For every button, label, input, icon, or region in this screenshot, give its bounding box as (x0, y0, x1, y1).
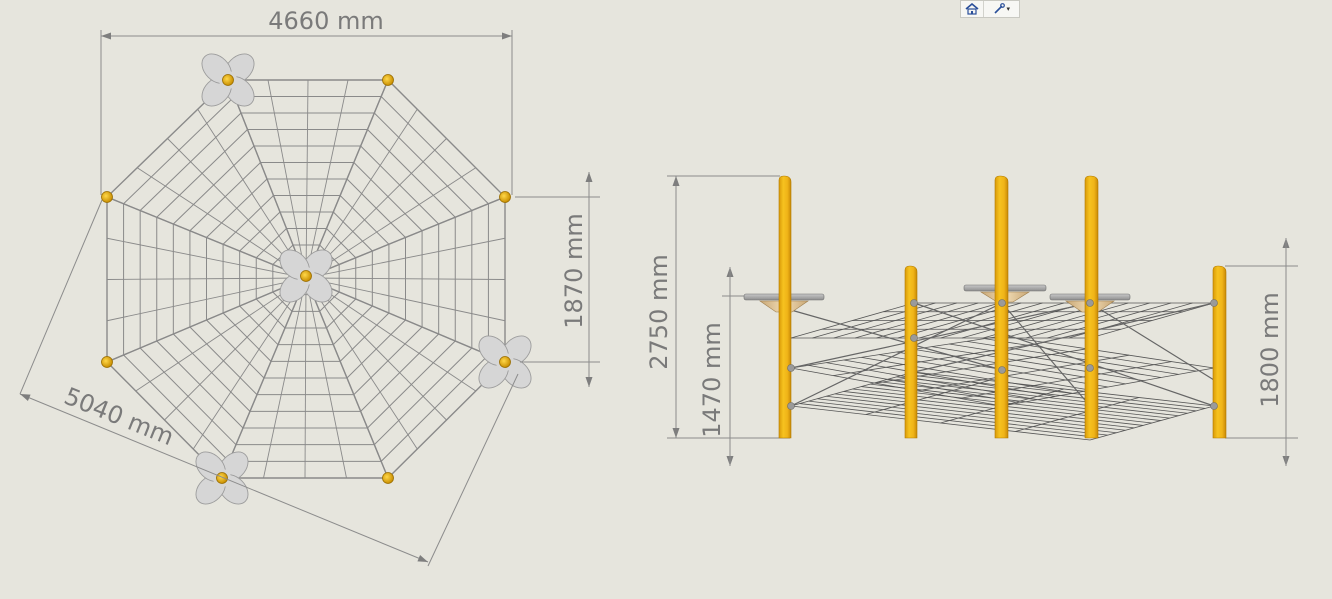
web-spoke (167, 138, 295, 267)
flower-marker-center (279, 249, 333, 303)
web-spoke (137, 167, 293, 270)
web-spoke (263, 294, 303, 479)
anchor-bolt (382, 74, 394, 86)
anchor-bolt (101, 356, 113, 368)
net-main-rope (913, 302, 1215, 407)
flower-icon (201, 53, 255, 107)
web-spoke (305, 79, 309, 262)
flower-marker-right (478, 335, 532, 389)
post-right-tall (1084, 175, 1099, 439)
flower-bolt (499, 356, 511, 368)
net-main-rope (1001, 302, 1091, 407)
web-spoke (308, 294, 347, 479)
web-spoke (221, 294, 300, 479)
web-spoke (317, 138, 447, 267)
web-spoke (322, 281, 506, 322)
depth-dimension (515, 172, 600, 387)
anchor-bolt (382, 472, 394, 484)
web-spoke (322, 277, 506, 280)
side-view: 2750 mm 1470 mm 1800 mm (645, 175, 1298, 466)
net-strand-lower (833, 342, 1045, 376)
net-main-rope (790, 302, 1003, 407)
web-spoke (106, 237, 290, 276)
net-main-rope (1089, 302, 1215, 381)
web-spoke (322, 284, 506, 363)
web-spoke (312, 79, 389, 262)
home-view-button[interactable] (961, 1, 984, 17)
web-spoke (106, 196, 290, 272)
net-strand-lower (949, 343, 1162, 378)
web-spoke (197, 109, 298, 265)
width-label: 4660 mm (268, 7, 383, 35)
net-strand-bottom (790, 371, 915, 407)
tools-dropdown-button[interactable]: ▾ (984, 1, 1019, 17)
net-strand-bottom (1015, 397, 1140, 432)
total-height-dimension (667, 175, 790, 439)
web-spoke (106, 284, 290, 363)
web-spoke (106, 281, 290, 322)
web-spoke (322, 196, 506, 272)
web-spoke (304, 294, 307, 479)
post-short-right (1212, 265, 1227, 439)
dropdown-arrow-icon: ▾ (1006, 5, 1011, 13)
flower-icon (478, 335, 532, 389)
net-main-rope (913, 302, 1215, 373)
web-spoke (319, 167, 476, 270)
post-short-left (904, 265, 918, 439)
web-spoke (319, 287, 476, 392)
wrench-dropdown-icon (993, 3, 1005, 14)
post-height-dimension (1225, 238, 1298, 466)
view-toolbar: ▾ (960, 0, 1020, 18)
flower-bolt (222, 74, 234, 86)
flower-bolt (300, 270, 312, 282)
top-view: 4660 mm 1870 mm 5040 mm (19, 7, 600, 567)
web-spoke (135, 287, 293, 392)
depth-label: 1870 mm (560, 213, 588, 328)
web-spoke (322, 237, 506, 276)
anchor-bolt (499, 191, 511, 203)
flower-bolt (216, 472, 228, 484)
flower-marker-top-left (201, 53, 255, 107)
web-spoke (314, 109, 418, 265)
net-strand-lower (790, 335, 1003, 369)
net-strand-lower (1001, 335, 1215, 369)
web-spoke (267, 79, 304, 262)
post-height-label: 1800 mm (1256, 292, 1284, 407)
rope-connectors (787, 299, 1218, 410)
diagonal-dimension (19, 199, 519, 567)
net-strand-lower (861, 356, 1073, 394)
net-strand-bottom (1089, 405, 1215, 441)
net-strand-bottom (865, 380, 990, 415)
net-strand-lower (931, 346, 1144, 382)
home-icon (965, 3, 979, 15)
width-dimension (100, 30, 513, 195)
flower-icon (279, 249, 333, 303)
post-left-tall (778, 175, 792, 439)
web-spoke (192, 292, 297, 450)
web-spoke (164, 289, 295, 421)
platform-height-label: 1470 mm (698, 322, 726, 437)
web-spoke (227, 79, 301, 262)
net-strand-lower (843, 359, 1056, 397)
post-center-tall (994, 175, 1009, 439)
total-height-label: 2750 mm (645, 254, 673, 369)
net-main-rope (790, 302, 1091, 369)
web-spoke (309, 79, 349, 262)
web-spoke (106, 277, 290, 280)
anchor-bolt (101, 191, 113, 203)
